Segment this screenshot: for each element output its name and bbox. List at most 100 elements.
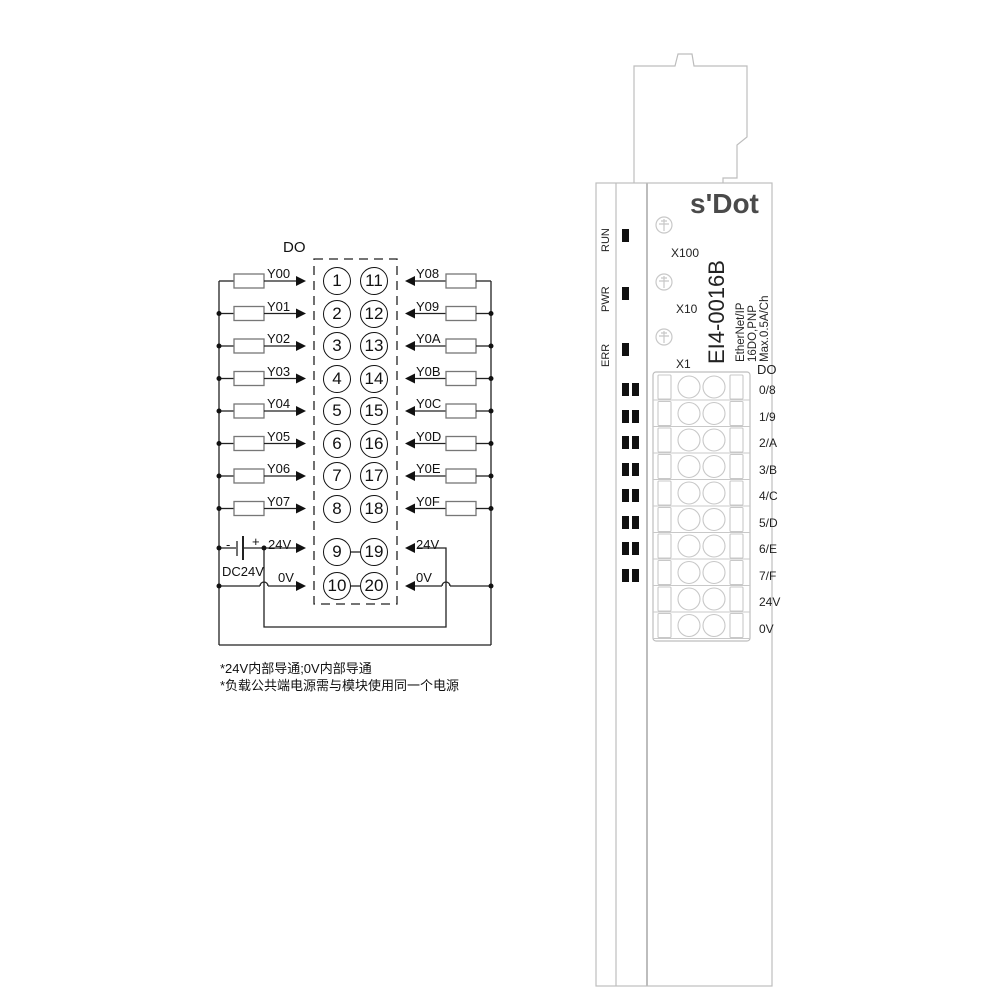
led-label-pwr: PWR (600, 286, 612, 312)
left-signal-label: Y05 (267, 428, 291, 444)
terminal-header: DO (757, 362, 777, 377)
pin-right: 11 (360, 267, 388, 295)
pin-left: 7 (323, 462, 351, 490)
right-0v-label: 0V (416, 570, 432, 585)
right-signal-label: Y0A (416, 331, 441, 346)
terminal-slot[interactable] (676, 402, 726, 426)
pin-left: 5 (323, 397, 351, 425)
right-signal-label: Y0F (416, 493, 440, 509)
led-pwr-indicator (622, 287, 629, 300)
terminal-label: 3/B (759, 462, 778, 477)
rotary-switch-x100[interactable] (655, 216, 673, 234)
wiring-notes: *24V内部导通;0V内部导通 *负载公共端电源需与模块使用同一个电源 (220, 660, 459, 694)
pin-10: 10 (323, 572, 351, 600)
pin-right: 18 (360, 494, 388, 523)
supply-minus: - (226, 537, 231, 552)
switch-label-x10: X10 (676, 302, 698, 316)
pin-left: 4 (323, 364, 351, 393)
rotary-switch-x10[interactable] (655, 273, 673, 291)
led-run-indicator (622, 229, 629, 242)
pin-left: 3 (323, 332, 351, 360)
terminal-slot[interactable] (676, 534, 726, 558)
schematic-title: DO (283, 239, 306, 256)
channel-led-low (622, 515, 629, 529)
right-24v-label: 24V (416, 537, 440, 552)
pin-right: 15 (360, 397, 388, 425)
channel-led-high (632, 462, 639, 476)
left-signal-label: Y06 (267, 461, 291, 476)
terminal-label: 2/A (759, 436, 778, 450)
channel-led-high (632, 568, 639, 582)
supply-plus: + (252, 534, 260, 549)
terminal-label: 6/E (759, 542, 778, 556)
spec-line-3: Max.0.5A/Ch (759, 295, 771, 362)
left-signal-label: Y04 (267, 396, 291, 411)
terminal-label: 7/F (759, 568, 777, 583)
channel-led-low (622, 436, 629, 449)
left-0v-label: 0V (278, 570, 294, 585)
terminal-label: 4/C (759, 489, 778, 503)
channel-led-low (622, 489, 629, 502)
channel-led-low (622, 568, 629, 582)
pin-19: 19 (360, 538, 388, 566)
pin-20: 20 (360, 572, 388, 600)
channel-led-high (632, 409, 639, 423)
terminal-slot[interactable] (676, 587, 726, 611)
right-signal-label: Y0B (416, 363, 441, 379)
right-signal-label: Y0E (416, 461, 441, 476)
switch-label-x100: X100 (671, 246, 700, 260)
supply-label: DC24V (222, 564, 264, 579)
left-signal-label: Y07 (267, 493, 291, 509)
terminal-slot[interactable] (676, 375, 726, 399)
led-label-run: RUN (600, 228, 612, 252)
channel-led-high (632, 542, 639, 555)
pin-left: 2 (323, 299, 351, 328)
terminal-label: 5/D (759, 515, 778, 530)
pin-left: 6 (323, 429, 351, 458)
channel-led-low (622, 383, 629, 396)
terminal-slot[interactable] (676, 561, 726, 585)
channel-led-high (632, 489, 639, 502)
right-signal-label: Y0D (416, 428, 442, 444)
note-2: *负载公共端电源需与模块使用同一个电源 (220, 678, 460, 693)
pin-left: 8 (323, 494, 351, 523)
terminal-slot[interactable] (676, 614, 726, 638)
left-signal-label: Y03 (267, 363, 291, 379)
spec-line-1: EtherNet/IP (735, 302, 747, 362)
terminal-label: 0/8 (759, 383, 776, 397)
right-signal-label: Y08 (416, 266, 440, 281)
terminal-slot[interactable] (676, 455, 726, 479)
spec-line-2: 16DO,PNP (747, 305, 759, 362)
brand-logo: s'Dot (690, 188, 759, 219)
pin-right: 16 (360, 429, 388, 458)
right-signal-label: Y0C (416, 396, 442, 411)
terminal-slot[interactable] (676, 481, 726, 505)
left-24v-label: 24V (268, 537, 292, 552)
channel-led-high (632, 383, 639, 396)
terminal-slot[interactable] (676, 508, 726, 532)
terminal-label: 1/9 (759, 409, 776, 424)
rotary-switch-x1[interactable] (655, 328, 673, 346)
channel-led-low (622, 462, 629, 476)
terminal-label: 24V (759, 595, 781, 609)
terminal-slot[interactable] (676, 428, 726, 452)
left-signal-label: Y01 (267, 298, 291, 314)
right-signal-label: Y09 (416, 298, 440, 314)
pin-right: 17 (360, 462, 388, 490)
pin-9: 9 (323, 538, 351, 566)
terminal-label: 0V (759, 621, 774, 636)
led-err-indicator (622, 343, 629, 356)
channel-led-high (632, 515, 639, 529)
left-signal-label: Y00 (267, 266, 291, 281)
pin-left: 1 (323, 267, 351, 295)
channel-led-low (622, 409, 629, 423)
left-signal-label: Y02 (267, 331, 291, 346)
pin-right: 13 (360, 332, 388, 360)
pin-right: 12 (360, 299, 388, 328)
model-name: EI4-0016B (704, 260, 729, 364)
note-1: *24V内部导通;0V内部导通 (220, 661, 372, 676)
led-label-err: ERR (600, 343, 612, 367)
channel-led-high (632, 436, 639, 449)
